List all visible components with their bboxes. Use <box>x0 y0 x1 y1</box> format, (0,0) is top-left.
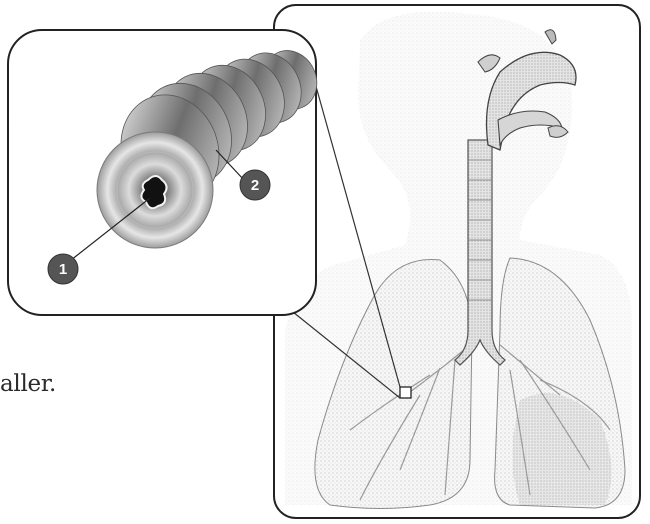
marker-1: 1 <box>48 254 78 284</box>
svg-text:2: 2 <box>251 177 259 194</box>
svg-text:1: 1 <box>59 261 67 278</box>
respiratory-system-panel <box>274 5 640 518</box>
cropped-caption-text: aller. <box>0 373 56 396</box>
magnified-bronchiole-inset: 1 2 <box>8 30 326 315</box>
zoom-source-square <box>400 387 411 398</box>
marker-2: 2 <box>240 170 270 200</box>
